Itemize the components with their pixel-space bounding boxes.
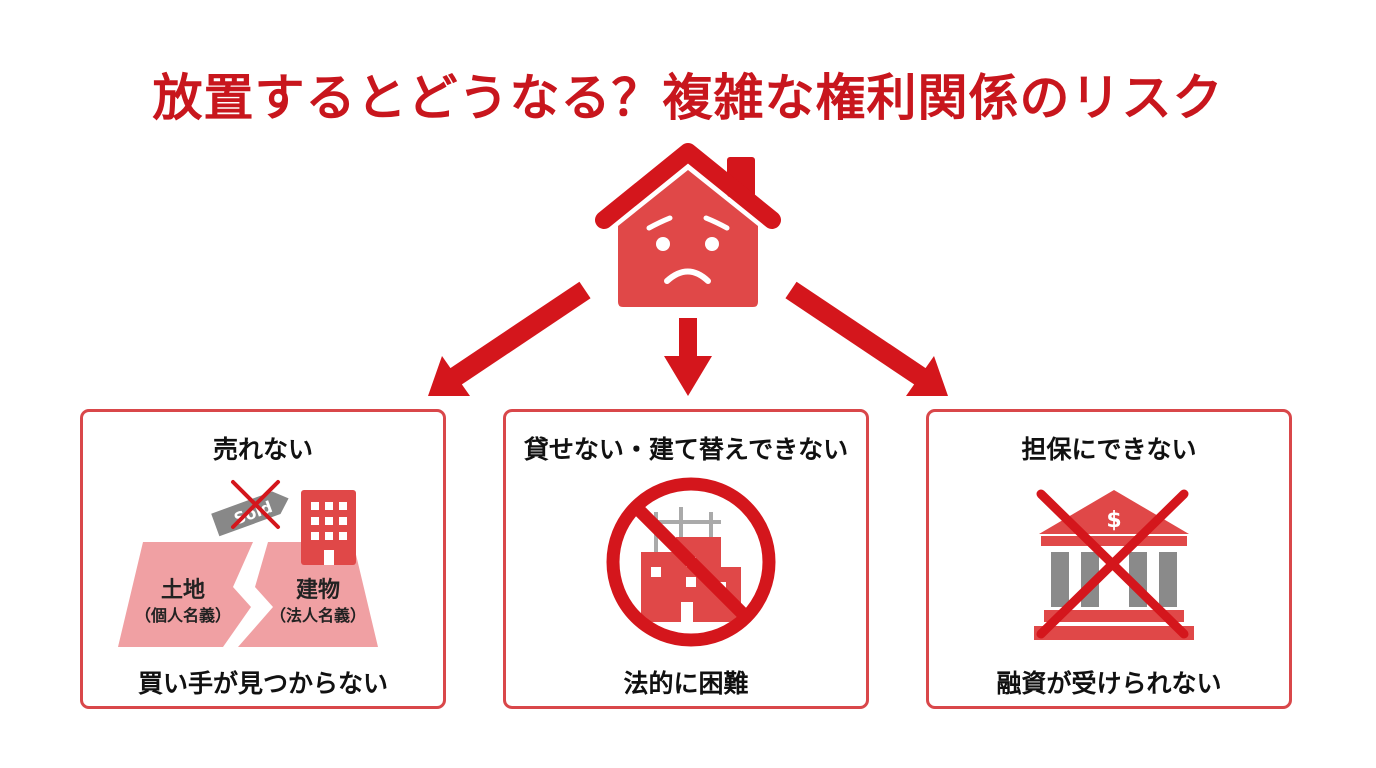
sold-tag-icon: Sold bbox=[211, 491, 289, 537]
card-heading: 貸せない・建て替えできない bbox=[523, 435, 849, 464]
svg-text:$: $ bbox=[1106, 508, 1121, 533]
split-land-building-icon: Sold bbox=[118, 480, 378, 647]
card-cannot-rent-rebuild: 貸せない・建て替えできない 法的に困難 bbox=[503, 409, 869, 709]
bank-crossed-icon: $ bbox=[1034, 489, 1194, 640]
arrow-right-icon bbox=[785, 281, 948, 396]
arrow-left-icon bbox=[428, 281, 591, 396]
land-owner: （個人名義） bbox=[134, 606, 231, 625]
card-cannot-collateralize: $ 担保にできない 融資が受けられない bbox=[926, 409, 1292, 709]
card-footer: 法的に困難 bbox=[623, 669, 749, 698]
building-label: 建物 bbox=[295, 578, 340, 603]
card-footer: 融資が受けられない bbox=[996, 669, 1222, 698]
card-footer: 買い手が見つからない bbox=[137, 669, 388, 698]
page-title: 放置するとどうなる？複雑な権利関係のリスク bbox=[152, 69, 1224, 127]
card-cannot-sell: Sold 売れない 土地 （個人名義） 建物 （法人名義） 買い手が見つからない bbox=[80, 409, 446, 709]
land-label: 土地 bbox=[160, 578, 205, 603]
building-owner: （法人名義） bbox=[269, 606, 366, 625]
no-construction-icon bbox=[606, 477, 776, 647]
sad-house-icon bbox=[595, 143, 781, 307]
arrow-down-icon bbox=[664, 318, 712, 396]
card-heading: 売れない bbox=[212, 435, 313, 464]
cross-icon bbox=[231, 480, 280, 529]
card-heading: 担保にできない bbox=[1021, 435, 1197, 464]
